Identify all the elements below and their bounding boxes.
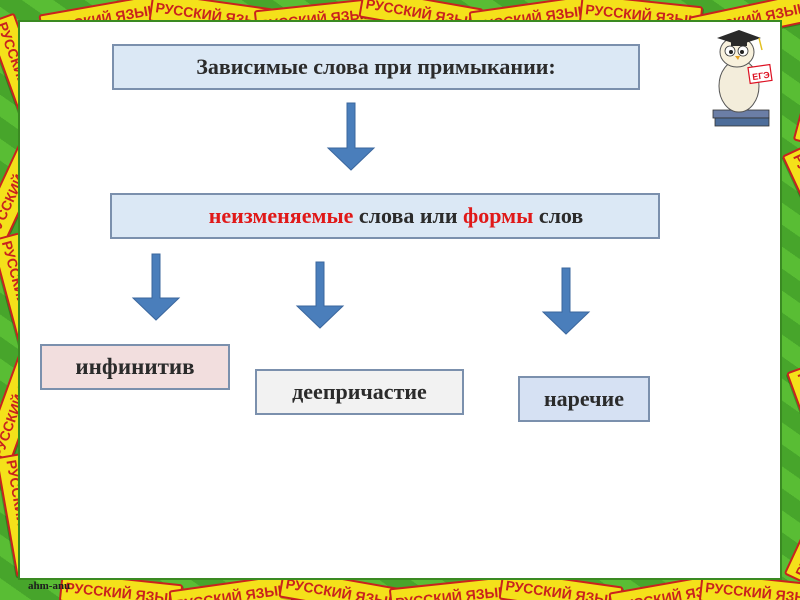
infinitive-label: инфинитив: [75, 354, 195, 379]
middle-text-plain-1: слова или: [353, 203, 464, 228]
title-text: Зависимые слова при примыкании:: [196, 54, 556, 79]
mascot-label: ЕГЭ: [752, 70, 771, 82]
unchangeable-forms-box: неизменяемые слова или формы слов: [110, 193, 660, 239]
arrow-down-icon: [131, 253, 181, 321]
arrow-down-icon: [541, 267, 591, 335]
adverb-label: наречие: [544, 386, 624, 411]
adverbial-participle-box: деепричастие: [255, 369, 464, 415]
adverb-box: наречие: [518, 376, 650, 422]
middle-text-accent-2: формы: [463, 203, 534, 228]
arrow-down-icon: [295, 261, 345, 329]
middle-text: неизменяемые слова или формы слов: [187, 177, 584, 255]
owl-graduate-icon: ЕГЭ: [712, 30, 773, 127]
watermark: ahm-anu: [28, 580, 71, 592]
middle-text-plain-2: слов: [533, 203, 584, 228]
infinitive-box: инфинитив: [40, 344, 230, 390]
arrow-down-icon: [326, 102, 376, 171]
adverbial-participle-label: деепричастие: [292, 379, 427, 404]
middle-text-accent-1: неизменяемые: [208, 203, 354, 228]
title-box: Зависимые слова при примыкании:: [112, 44, 640, 90]
